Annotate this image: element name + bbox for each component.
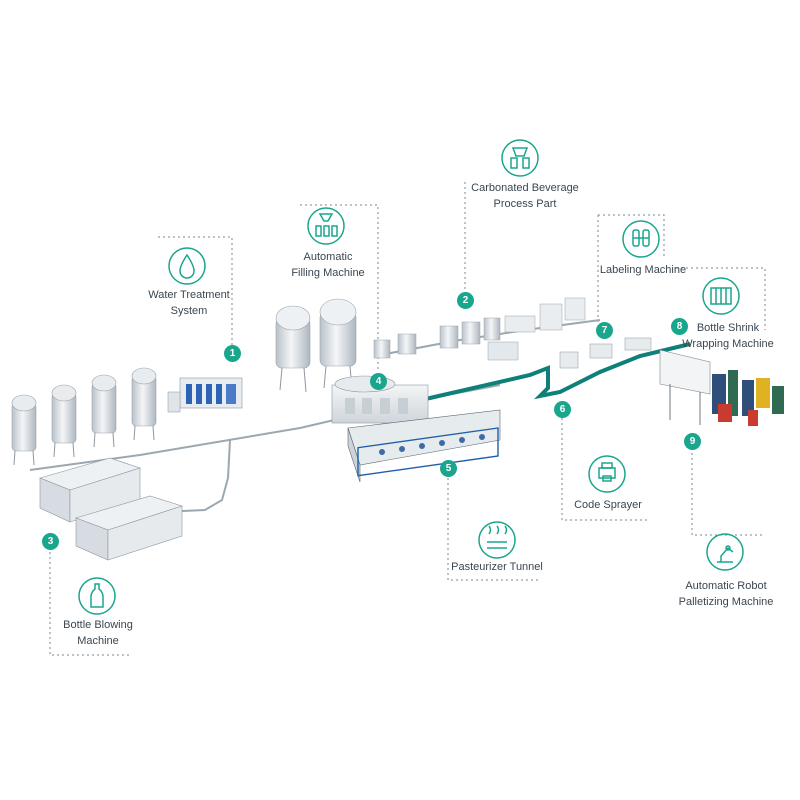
leader-line-9 [691,448,764,536]
storage-tanks [11,367,157,466]
step-icons [78,139,744,615]
label-labeling-machine: Labeling Machine [599,264,687,276]
robot-arm-icon [706,533,744,571]
bottle-blowing-machines [39,457,183,561]
step-badge-5: 5 [440,460,457,477]
step-badge-2: 2 [457,292,474,309]
leader-line-5 [447,478,540,581]
step-badge-3: 3 [42,533,59,550]
leader-line-1 [158,236,233,345]
palletizing-area [659,349,784,426]
step-badge-1: 1 [224,345,241,362]
leader-line-8 [676,267,766,330]
leader-line-6 [561,418,648,521]
conveyor-line-teal [349,342,691,422]
step-badge-8: 8 [671,318,688,335]
step-badge-7: 7 [596,322,613,339]
step-badge-4: 4 [370,373,387,390]
step-badge-9: 9 [684,433,701,450]
bottle-icon [78,577,116,615]
leader-lines [49,182,766,656]
labeling-equipment [559,337,652,369]
beverage-process-icon [501,139,539,177]
leader-line-4 [300,204,379,372]
pasteurizer-tunnel [347,409,501,483]
shrink-wrap-icon [702,277,740,315]
heat-wave-icon [478,521,516,559]
printer-icon [588,455,626,493]
label-code-sprayer: Code Sprayer [574,499,642,511]
step-badge-6: 6 [554,401,571,418]
filling-icon [307,207,345,245]
label-bottles-icon [622,220,660,258]
carbonated-process-equipment [373,297,586,361]
conveyor-line-blower [159,439,231,513]
leader-line-7 [598,214,665,258]
water-treatment-skid [167,377,243,413]
water-drop-icon [168,247,206,285]
label-pasteurizer: Pasteurizer Tunnel [451,561,543,573]
large-tanks [275,298,357,393]
